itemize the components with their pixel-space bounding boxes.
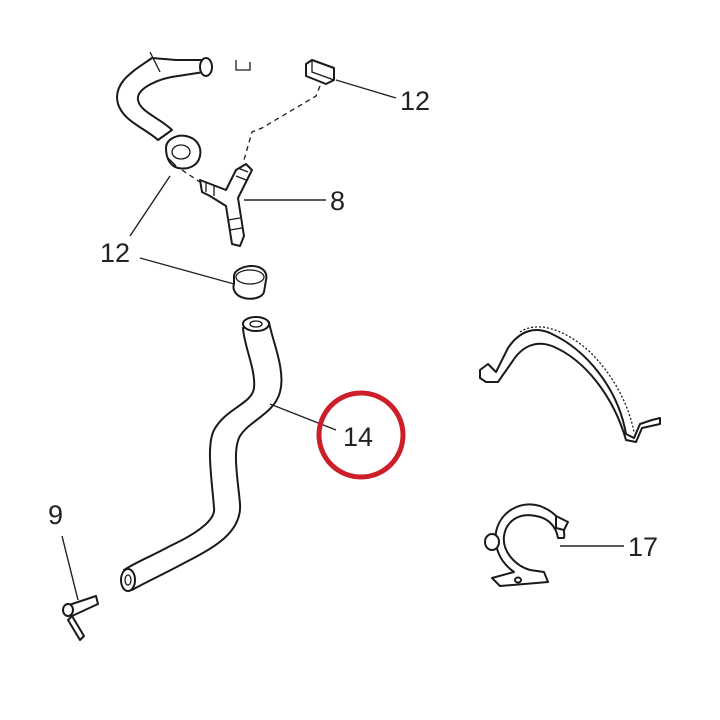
callout-8: 8 [330,186,345,216]
leader-lines [61,79,624,601]
clip-17 [484,503,569,587]
callout-12-top: 12 [400,86,430,116]
leader-12-left-b [139,257,235,285]
upper-hose [116,51,251,141]
routing-dashed-line-left [181,169,201,183]
leader-12-top [335,79,397,99]
highlight-circle [316,390,406,480]
clamp-12-top [305,59,335,85]
routing-dashed-line [243,85,321,161]
leader-9 [61,535,79,601]
hose-14 [120,316,283,592]
leader-14 [269,403,337,431]
callout-17: 17 [628,532,658,562]
y-connector-8 [199,163,253,247]
clamp-12-lower [232,265,268,300]
strap-bracket [479,326,661,443]
fitting-9-partial [62,595,99,641]
callout-14: 14 [343,422,373,452]
callout-12-left: 12 [100,238,130,268]
callout-9-partial: 9 [48,500,63,530]
clamp-12-left [165,134,202,170]
leader-12-left-a [129,175,171,237]
